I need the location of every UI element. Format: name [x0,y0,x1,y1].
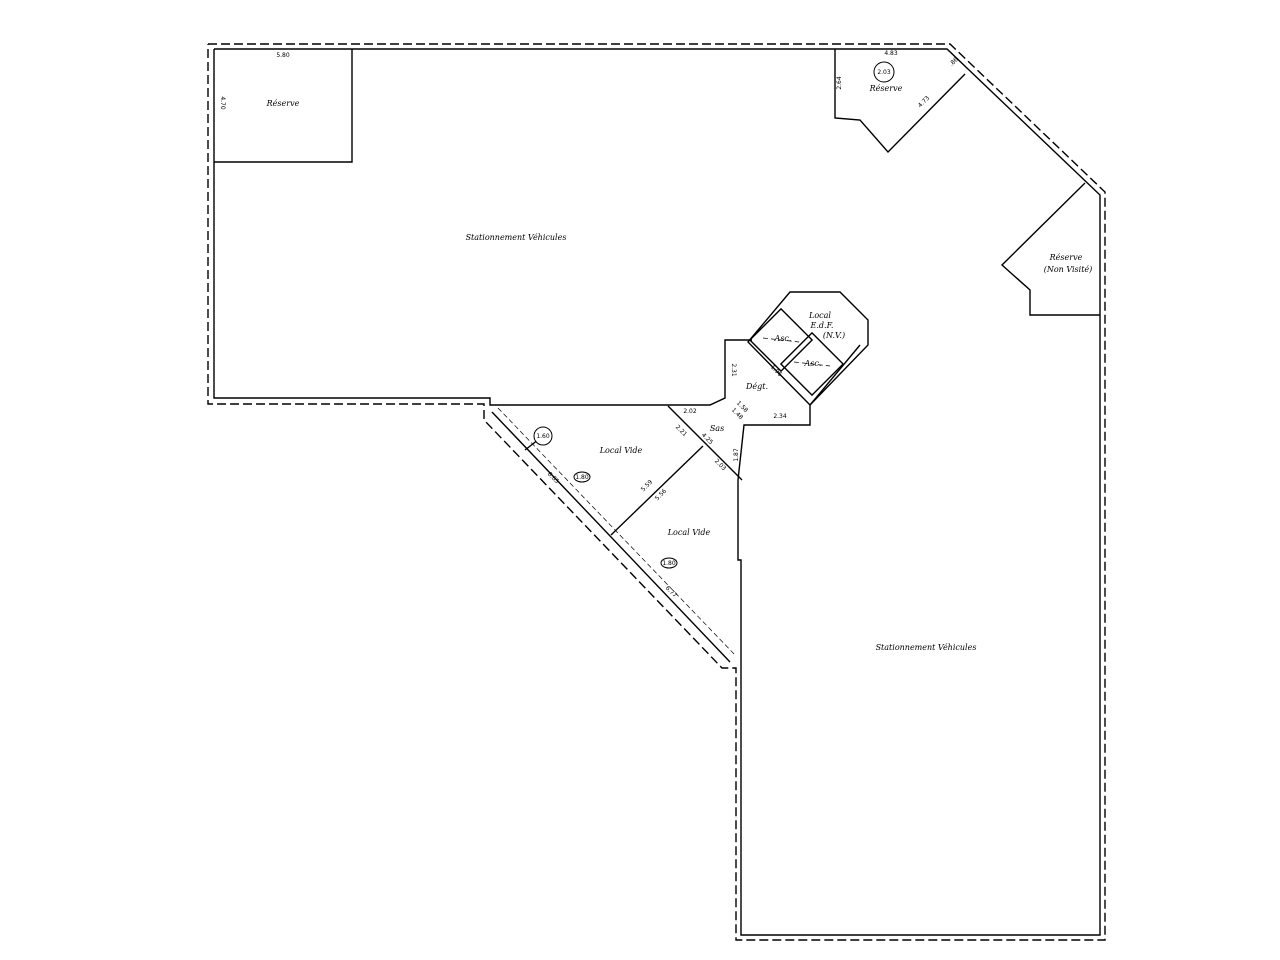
reserve-east-walls [1000,182,1100,316]
dim-lv1-inner: 1.80 [575,474,589,481]
room-lift-2: Asc. [804,359,822,368]
lift-2-cross [793,361,831,367]
lift-1-cross [762,337,800,343]
dim-lv1-diag: 8.65 [546,471,561,486]
room-parking-north: Stationnement Véhicules [466,233,567,242]
dim-ne-corner: .86 [948,56,960,68]
dim-ne-diag: 4.73 [917,95,932,110]
room-local-edf-1: Local [808,311,831,320]
tag-160-circle [533,426,553,446]
room-local-vide-2: Local Vide [667,528,711,537]
dim-lv-split-b: 5.56 [654,488,669,503]
tag-203-circle [873,61,895,83]
dim-sas-b: 4.25 [700,432,715,447]
dim-lv2-diag: 6.77 [664,585,679,600]
dim-ne-height: 2.64 [836,76,843,90]
lift-shaft-1 [748,307,814,373]
reserve-nw-walls [214,49,353,163]
outer-boundary [207,43,1106,941]
lift-shaft-2 [779,331,845,397]
room-local-vide-1-tag: 1.60 [536,433,550,440]
room-reserve-east: Réserve [1049,253,1083,262]
room-local-edf-2: E.d.F. [810,321,834,330]
dim-lv-split-a: 5.59 [640,479,655,494]
dim-degt-h: 2.31 [730,363,737,377]
dim-nw-height: 4.70 [219,96,226,110]
north-parking-west-wall [213,49,752,406]
room-reserve-ne-tag: 2.03 [877,69,891,76]
tag-180-a [573,471,591,483]
room-parking-south: Stationnement Véhicules [876,643,977,652]
dim-sas-top: 2.02 [683,408,697,415]
room-reserve-ne: Réserve [869,84,903,93]
dim-sas-a: 2.21 [674,424,689,439]
room-reserve-nw: Réserve [266,99,300,108]
inner-diagonal-dashed [497,407,736,656]
dim-degt-w: 2.34 [773,413,787,420]
local-vide-split-wall [610,445,704,536]
triangle-diagonal-wall [491,411,731,663]
north-parking-wall [214,48,1101,936]
tag-180-b [660,557,678,569]
room-lift-1: Asc. [774,334,792,343]
dim-nw-width: 5.80 [276,52,290,59]
lift-block [747,291,869,407]
reserve-ne-walls [834,49,966,154]
room-local-vide-1: Local Vide [599,446,643,455]
dim-sas-d: 1.87 [733,448,740,462]
room-sas: Sas [710,424,724,433]
room-degt: Dégt. [745,382,768,391]
dim-lv2-inner: 1.80 [662,560,676,567]
room-local-edf-3: (N.V.) [823,331,845,340]
sas-wall [667,405,743,481]
room-reserve-east-note: (Non Visité) [1044,265,1093,274]
dim-sas-c: 2.03 [713,458,728,473]
dim-ne-width: 4.83 [884,50,898,57]
